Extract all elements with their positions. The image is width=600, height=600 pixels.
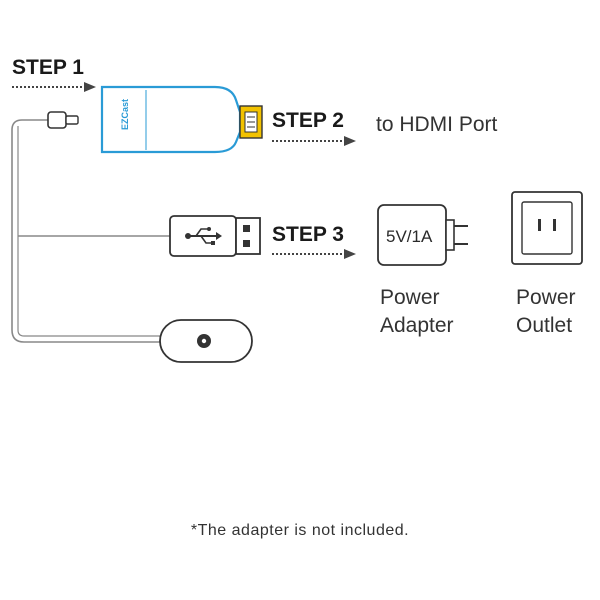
step3-arrow	[272, 249, 356, 259]
power-outlet-label-line1: Power	[516, 286, 576, 309]
power-outlet-icon	[511, 191, 583, 265]
usb-symbol-icon	[185, 227, 222, 245]
wifi-antenna-icon	[197, 334, 211, 348]
power-adapter-label-line2: Adapter	[380, 314, 454, 337]
micro-usb-icon	[47, 111, 79, 129]
step2-arrow	[272, 136, 356, 146]
step1-label: STEP 1	[12, 56, 84, 79]
dongle-brand-label: EZCast	[120, 99, 130, 130]
adapter-footnote: *The adapter is not included.	[190, 522, 410, 539]
cable-main	[11, 119, 160, 343]
hdmi-port-label: to HDMI Port	[376, 113, 498, 136]
adapter-rating-label: 5V/1A	[386, 227, 433, 246]
step3-label: STEP 3	[272, 223, 344, 246]
step2-label: STEP 2	[272, 109, 344, 132]
cable-inner	[17, 126, 160, 337]
hdmi-connector-icon	[239, 105, 263, 139]
power-outlet-label-line2: Outlet	[516, 314, 572, 337]
step1-arrow	[12, 82, 96, 92]
power-adapter-icon	[377, 204, 468, 266]
power-adapter-label-line1: Power	[380, 286, 440, 309]
ezcast-dongle: EZCast	[100, 85, 242, 154]
